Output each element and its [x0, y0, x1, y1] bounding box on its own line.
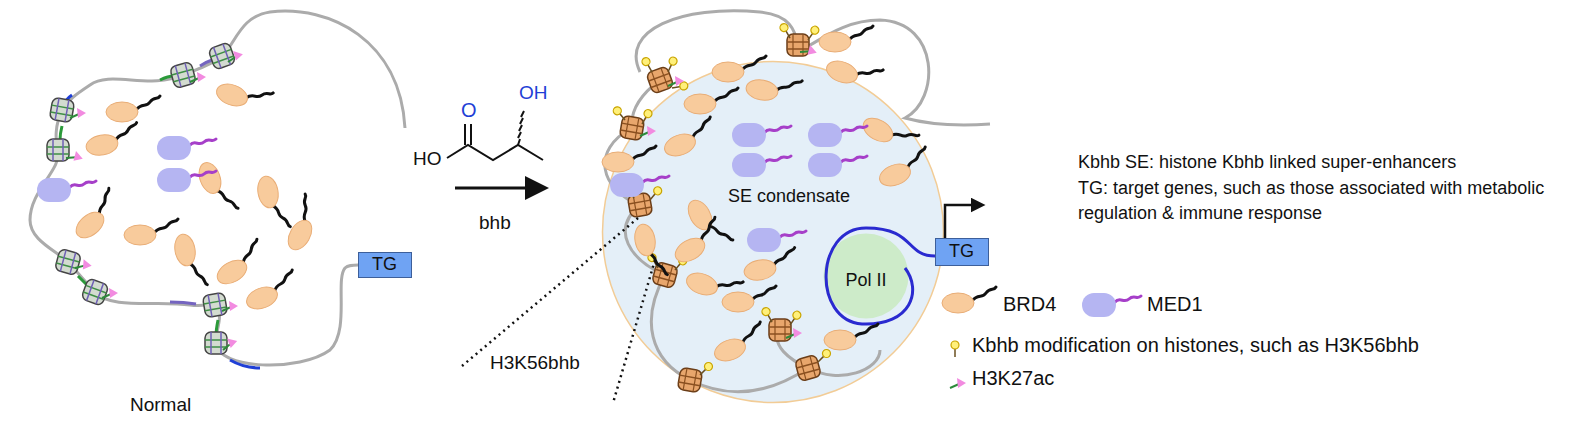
chromatin-normal — [216, 320, 218, 336]
chromatin-normal — [200, 60, 212, 66]
chromatin-condensate — [664, 56, 678, 74]
atom-label: OH — [519, 82, 548, 105]
chromatin-normal — [208, 42, 236, 70]
note-text: Kbhb SE: histone Kbhb linked super-enhan… — [1078, 152, 1456, 174]
node-outline — [601, 60, 945, 404]
chromatin-condensate — [612, 105, 628, 122]
chromatin-normal — [106, 96, 160, 122]
chromatin-condensate — [646, 66, 674, 94]
chromatin-condensate — [819, 26, 873, 52]
chromatin-normal — [78, 276, 88, 286]
legend-sample — [951, 341, 959, 357]
chromatin-normal — [241, 270, 301, 313]
callout-label: H3K56bhb — [490, 352, 580, 375]
bhb-molecule — [447, 111, 543, 188]
bhb-molecule — [518, 111, 524, 145]
chromatin-normal — [195, 157, 238, 217]
chromatin-normal — [37, 178, 96, 202]
chromatin-normal — [157, 136, 216, 160]
legend-text: Kbhb modification on histones, such as H… — [972, 333, 1419, 357]
node-outline — [824, 234, 909, 319]
condensate-circle: SE condensatePol II — [601, 60, 945, 404]
chromatin-normal — [60, 126, 62, 140]
chromatin-normal — [64, 95, 72, 105]
legend-sample — [950, 378, 966, 388]
chromatin-normal — [30, 11, 405, 368]
chromatin-normal — [202, 292, 227, 317]
bhb-molecule — [465, 124, 471, 145]
chromatin-normal — [124, 219, 178, 245]
chromatin-normal — [170, 302, 196, 304]
legend-sample — [942, 287, 996, 313]
chromatin-normal — [75, 258, 92, 271]
atom-label: HO — [413, 148, 442, 171]
chromatin-normal — [214, 74, 274, 117]
chromatin-condensate — [641, 56, 656, 74]
chromatin-condensate — [945, 205, 978, 238]
legend-text: H3K27ac — [972, 366, 1054, 390]
chromatin-normal — [172, 231, 207, 289]
chromatin-normal — [160, 76, 174, 80]
chromatin-normal — [226, 49, 243, 62]
bhb-molecule — [455, 187, 540, 190]
arrow-label: bhb — [479, 212, 511, 235]
node-text: Pol II — [845, 270, 886, 292]
node-text: TG — [372, 254, 397, 276]
chromatin-condensate — [800, 43, 818, 58]
note-text: TG: target genes, such as those associat… — [1078, 176, 1558, 226]
target-gene-box: TG — [358, 252, 412, 278]
legend-text: BRD4 — [1003, 292, 1056, 316]
chromatin-condensate — [668, 76, 684, 86]
node-text: TG — [949, 241, 974, 263]
chromatin-condensate — [779, 22, 794, 40]
legend-sample — [1082, 293, 1141, 317]
chromatin-condensate — [805, 25, 821, 43]
chromatin-normal — [102, 288, 118, 298]
chromatin-normal — [66, 149, 84, 164]
bhb-molecule — [447, 145, 543, 160]
chromatin-normal — [30, 11, 405, 365]
chromatin-normal — [220, 336, 238, 350]
chromatin-normal — [170, 62, 197, 89]
chromatin-normal — [205, 332, 227, 354]
atom-label: O — [461, 98, 477, 122]
chromatin-normal — [230, 360, 260, 368]
panel-label: Normal — [130, 394, 191, 417]
node-text: SE condensate — [728, 186, 850, 208]
chromatin-normal — [278, 194, 328, 254]
chromatin-normal — [210, 239, 270, 289]
chromatin-normal — [67, 188, 125, 243]
legend-text: MED1 — [1147, 292, 1203, 316]
chromatin-normal — [222, 301, 238, 311]
chromatin-normal — [83, 123, 141, 158]
chromatin-normal — [81, 278, 109, 306]
chromatin-normal — [55, 249, 82, 276]
chromatin-normal — [49, 97, 74, 122]
pol-ii-circle: Pol II — [822, 232, 910, 320]
target-gene-box: TG — [935, 238, 989, 266]
chromatin-normal — [70, 108, 86, 118]
node-outline — [603, 62, 944, 403]
chromatin-condensate — [787, 34, 809, 56]
chromatin-normal — [47, 139, 69, 161]
chromatin-normal — [157, 168, 216, 192]
chromatin-normal — [190, 72, 206, 82]
chromatin-normal — [255, 173, 290, 231]
